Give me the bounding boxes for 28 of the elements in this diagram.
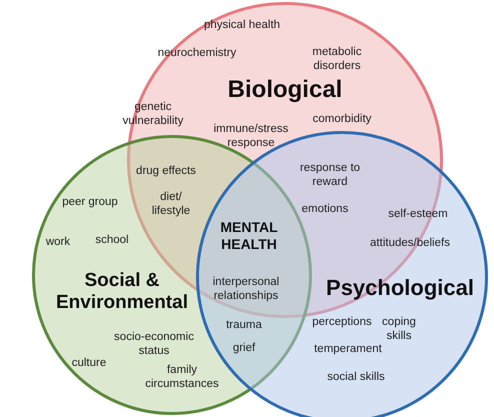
circle-heading: Biological — [226, 76, 344, 104]
factor-label: school — [94, 234, 130, 248]
factor-label: immune/stress response — [212, 123, 290, 151]
factor-label: neurochemistry — [156, 47, 238, 61]
factor-label: comorbidity — [312, 113, 372, 127]
factor-label: trauma — [225, 319, 263, 333]
factor-label: genetic vulnerability — [122, 101, 184, 129]
factor-label: social skills — [326, 371, 386, 385]
factor-label: interpersonal relationships — [212, 276, 280, 304]
factor-label: temperament — [313, 343, 383, 357]
factor-label: socio-economic status — [113, 331, 195, 359]
factor-label: emotions — [300, 203, 350, 217]
factor-label: self-esteem — [387, 208, 449, 222]
factor-label: drug effects — [135, 165, 197, 179]
factor-label: culture — [70, 357, 108, 371]
factor-label: attitudes/beliefs — [369, 237, 451, 251]
factor-label: family circumstances — [144, 364, 220, 392]
factor-label: diet/ lifestyle — [150, 191, 192, 219]
factor-label: work — [44, 236, 72, 250]
center-label: MENTAL HEALTH — [219, 219, 279, 253]
circle-heading: Social & Environmental — [55, 270, 189, 314]
factor-label: coping skills — [381, 316, 417, 344]
factor-label: response to reward — [298, 162, 362, 190]
factor-label: grief — [232, 342, 256, 356]
factor-label: physical health — [202, 19, 282, 33]
factor-label: metabolic disorders — [311, 46, 363, 74]
factor-label: peer group — [61, 196, 119, 210]
circle-heading: Psychological — [325, 274, 475, 301]
